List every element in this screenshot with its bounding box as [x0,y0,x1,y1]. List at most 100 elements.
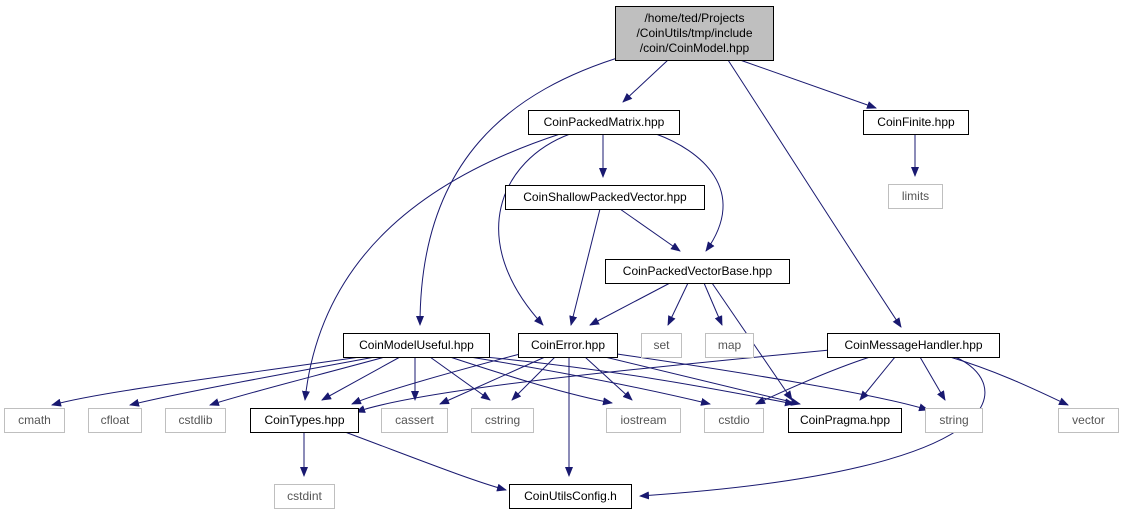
node-cstring: cstring [471,408,534,433]
node-box-modeluseful [343,333,490,358]
node-error[interactable]: CoinError.hpp [518,333,618,358]
node-label-types: CoinTypes.hpp [264,413,344,427]
node-label-cstdint: cstdint [287,489,322,503]
node-label-cfloat: cfloat [101,413,130,427]
edge-modeluseful-to-cfloat [129,356,376,407]
node-box-root [615,6,774,61]
edge-types-to-config [344,431,507,492]
node-label-modeluseful: CoinModelUseful.hpp [359,338,474,352]
node-label-error: CoinError.hpp [531,338,605,352]
node-box-shallow [505,185,705,210]
node-label-vector: vector [1072,413,1105,427]
edge-modeluseful-to-types [321,356,401,401]
node-label-iostream: iostream [620,413,666,427]
node-box-cstdlib [165,408,226,433]
node-cstdint: cstdint [274,484,335,509]
node-label-packedmatrix: CoinPackedMatrix.hpp [544,115,665,129]
node-cstdio: cstdio [704,408,764,433]
edge-error-to-cassert [439,356,546,405]
edge-error-to-iostream [584,356,633,401]
edge-packedmatrix-to-vectorbase [655,133,724,252]
edge-vectorbase-to-error [589,282,671,326]
node-vector: vector [1058,408,1119,433]
edge-msghandler-to-cstdio [755,356,871,405]
node-label-root: /home/ted/Projects [644,11,744,25]
node-packedmatrix[interactable]: CoinPackedMatrix.hpp [528,110,680,135]
node-label-finite: CoinFinite.hpp [877,115,955,129]
node-root[interactable]: /home/ted/Projects/CoinUtils/tmp/include… [615,6,774,61]
node-label-msghandler: CoinMessageHandler.hpp [844,338,982,352]
node-label-string: string [939,413,968,427]
node-box-map [705,333,754,358]
node-shallow[interactable]: CoinShallowPackedVector.hpp [505,185,705,210]
edge-modeluseful-to-cmath [51,356,361,407]
node-modeluseful[interactable]: CoinModelUseful.hpp [343,333,490,358]
node-box-set [641,333,682,358]
node-cmath: cmath [4,408,65,433]
edge-vectorbase-to-set [667,282,689,326]
edge-msghandler-to-pragma [859,356,896,401]
node-box-error [518,333,618,358]
node-box-pragma [788,408,902,433]
edge-modeluseful-to-iostream [449,356,613,406]
edge-shallow-to-vectorbase [619,208,681,252]
node-label-vectorbase: CoinPackedVectorBase.hpp [623,264,773,278]
node-cstdlib: cstdlib [165,408,226,433]
node-box-vectorbase [605,259,790,284]
edge-msghandler-to-string [919,356,946,401]
edge-root-to-msghandler [727,59,902,328]
edge-error-to-string [616,353,929,412]
node-box-cstdio [704,408,764,433]
node-box-types [250,408,359,433]
node-box-string [925,408,983,433]
edge-packedmatrix-to-types [301,133,561,401]
node-finite[interactable]: CoinFinite.hpp [863,110,969,135]
node-label-root: /CoinUtils/tmp/include [636,26,752,40]
node-box-finite [863,110,969,135]
node-box-cfloat [88,408,142,433]
node-string: string [925,408,983,433]
node-config[interactable]: CoinUtilsConfig.h [509,484,632,509]
node-msghandler[interactable]: CoinMessageHandler.hpp [827,333,1000,358]
node-box-vector [1058,408,1119,433]
edge-layer [51,54,1069,500]
edge-msghandler-to-vector [949,356,1069,406]
node-box-cstdint [274,484,335,509]
node-cfloat: cfloat [88,408,142,433]
node-label-limits: limits [902,189,929,203]
node-label-cstdlib: cstdlib [178,413,212,427]
node-set: set [641,333,682,358]
node-label-config: CoinUtilsConfig.h [524,489,617,503]
edge-root-to-modeluseful [416,54,628,326]
node-label-set: set [653,338,670,352]
edge-error-to-types [351,353,521,405]
node-box-config [509,484,632,509]
node-map: map [705,333,754,358]
edge-root-to-finite [739,59,877,109]
edge-error-to-cstring [511,356,556,401]
edge-modeluseful-to-cstdlib [209,356,386,406]
node-label-cstring: cstring [485,413,520,427]
node-box-msghandler [827,333,1000,358]
edge-error-to-pragma [604,356,801,406]
node-layer: /home/ted/Projects/CoinUtils/tmp/include… [4,6,1119,509]
node-label-cmath: cmath [18,413,51,427]
edge-root-to-packedmatrix [622,59,669,103]
node-types[interactable]: CoinTypes.hpp [250,408,359,433]
node-pragma[interactable]: CoinPragma.hpp [788,408,902,433]
node-label-root: /coin/CoinModel.hpp [640,41,750,55]
edge-packedmatrix-to-error [498,133,571,326]
edge-vectorbase-to-map [703,282,723,326]
node-vectorbase[interactable]: CoinPackedVectorBase.hpp [605,259,790,284]
node-box-cmath [4,408,65,433]
edge-modeluseful-to-cstring [429,356,491,401]
node-cassert: cassert [381,408,448,433]
node-label-shallow: CoinShallowPackedVector.hpp [523,190,687,204]
node-box-cassert [381,408,448,433]
node-box-limits [888,184,943,209]
node-label-cstdio: cstdio [718,413,750,427]
node-label-cassert: cassert [395,413,434,427]
edge-modeluseful-to-cstdio [469,356,711,406]
node-box-iostream [606,408,681,433]
